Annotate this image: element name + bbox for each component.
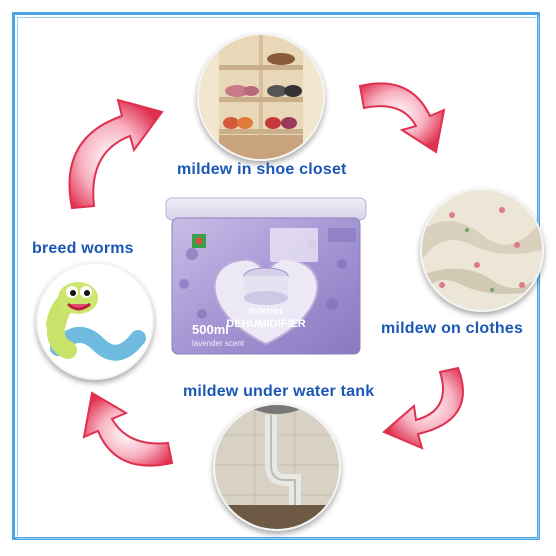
product-volume: 500ml xyxy=(192,322,229,337)
shoe-closet-illustration xyxy=(199,35,323,159)
curved-arrow-icon xyxy=(382,366,464,450)
clothes-photo xyxy=(420,188,544,312)
curved-arrow-icon xyxy=(82,391,174,467)
product-interior: Interior xyxy=(249,306,284,317)
label-water-tank: mildew under water tank xyxy=(183,383,375,400)
worm-illustration-circle xyxy=(36,262,154,380)
clothes-illustration xyxy=(422,190,542,310)
shoe-closet-photo xyxy=(197,33,325,161)
dehumidifier-product: 500ml lavender scent Interior DEHUMIDIFI… xyxy=(162,194,370,358)
curved-arrow-icon xyxy=(68,98,164,210)
curved-arrow-icon xyxy=(358,82,446,154)
water-tank-illustration xyxy=(215,405,339,529)
product-dehumidifier: DEHUMIDIFIER xyxy=(226,318,306,330)
dehumidifier-box-illustration: 500ml lavender scent Interior DEHUMIDIFI… xyxy=(165,197,367,355)
inner-frame xyxy=(17,17,539,539)
label-clothes: mildew on clothes xyxy=(381,320,524,337)
label-worms: breed worms xyxy=(32,240,134,257)
product-scent: lavender scent xyxy=(192,339,245,348)
worm-icon xyxy=(38,264,152,378)
water-tank-photo xyxy=(213,403,341,531)
label-shoe-closet: mildew in shoe closet xyxy=(177,161,347,178)
